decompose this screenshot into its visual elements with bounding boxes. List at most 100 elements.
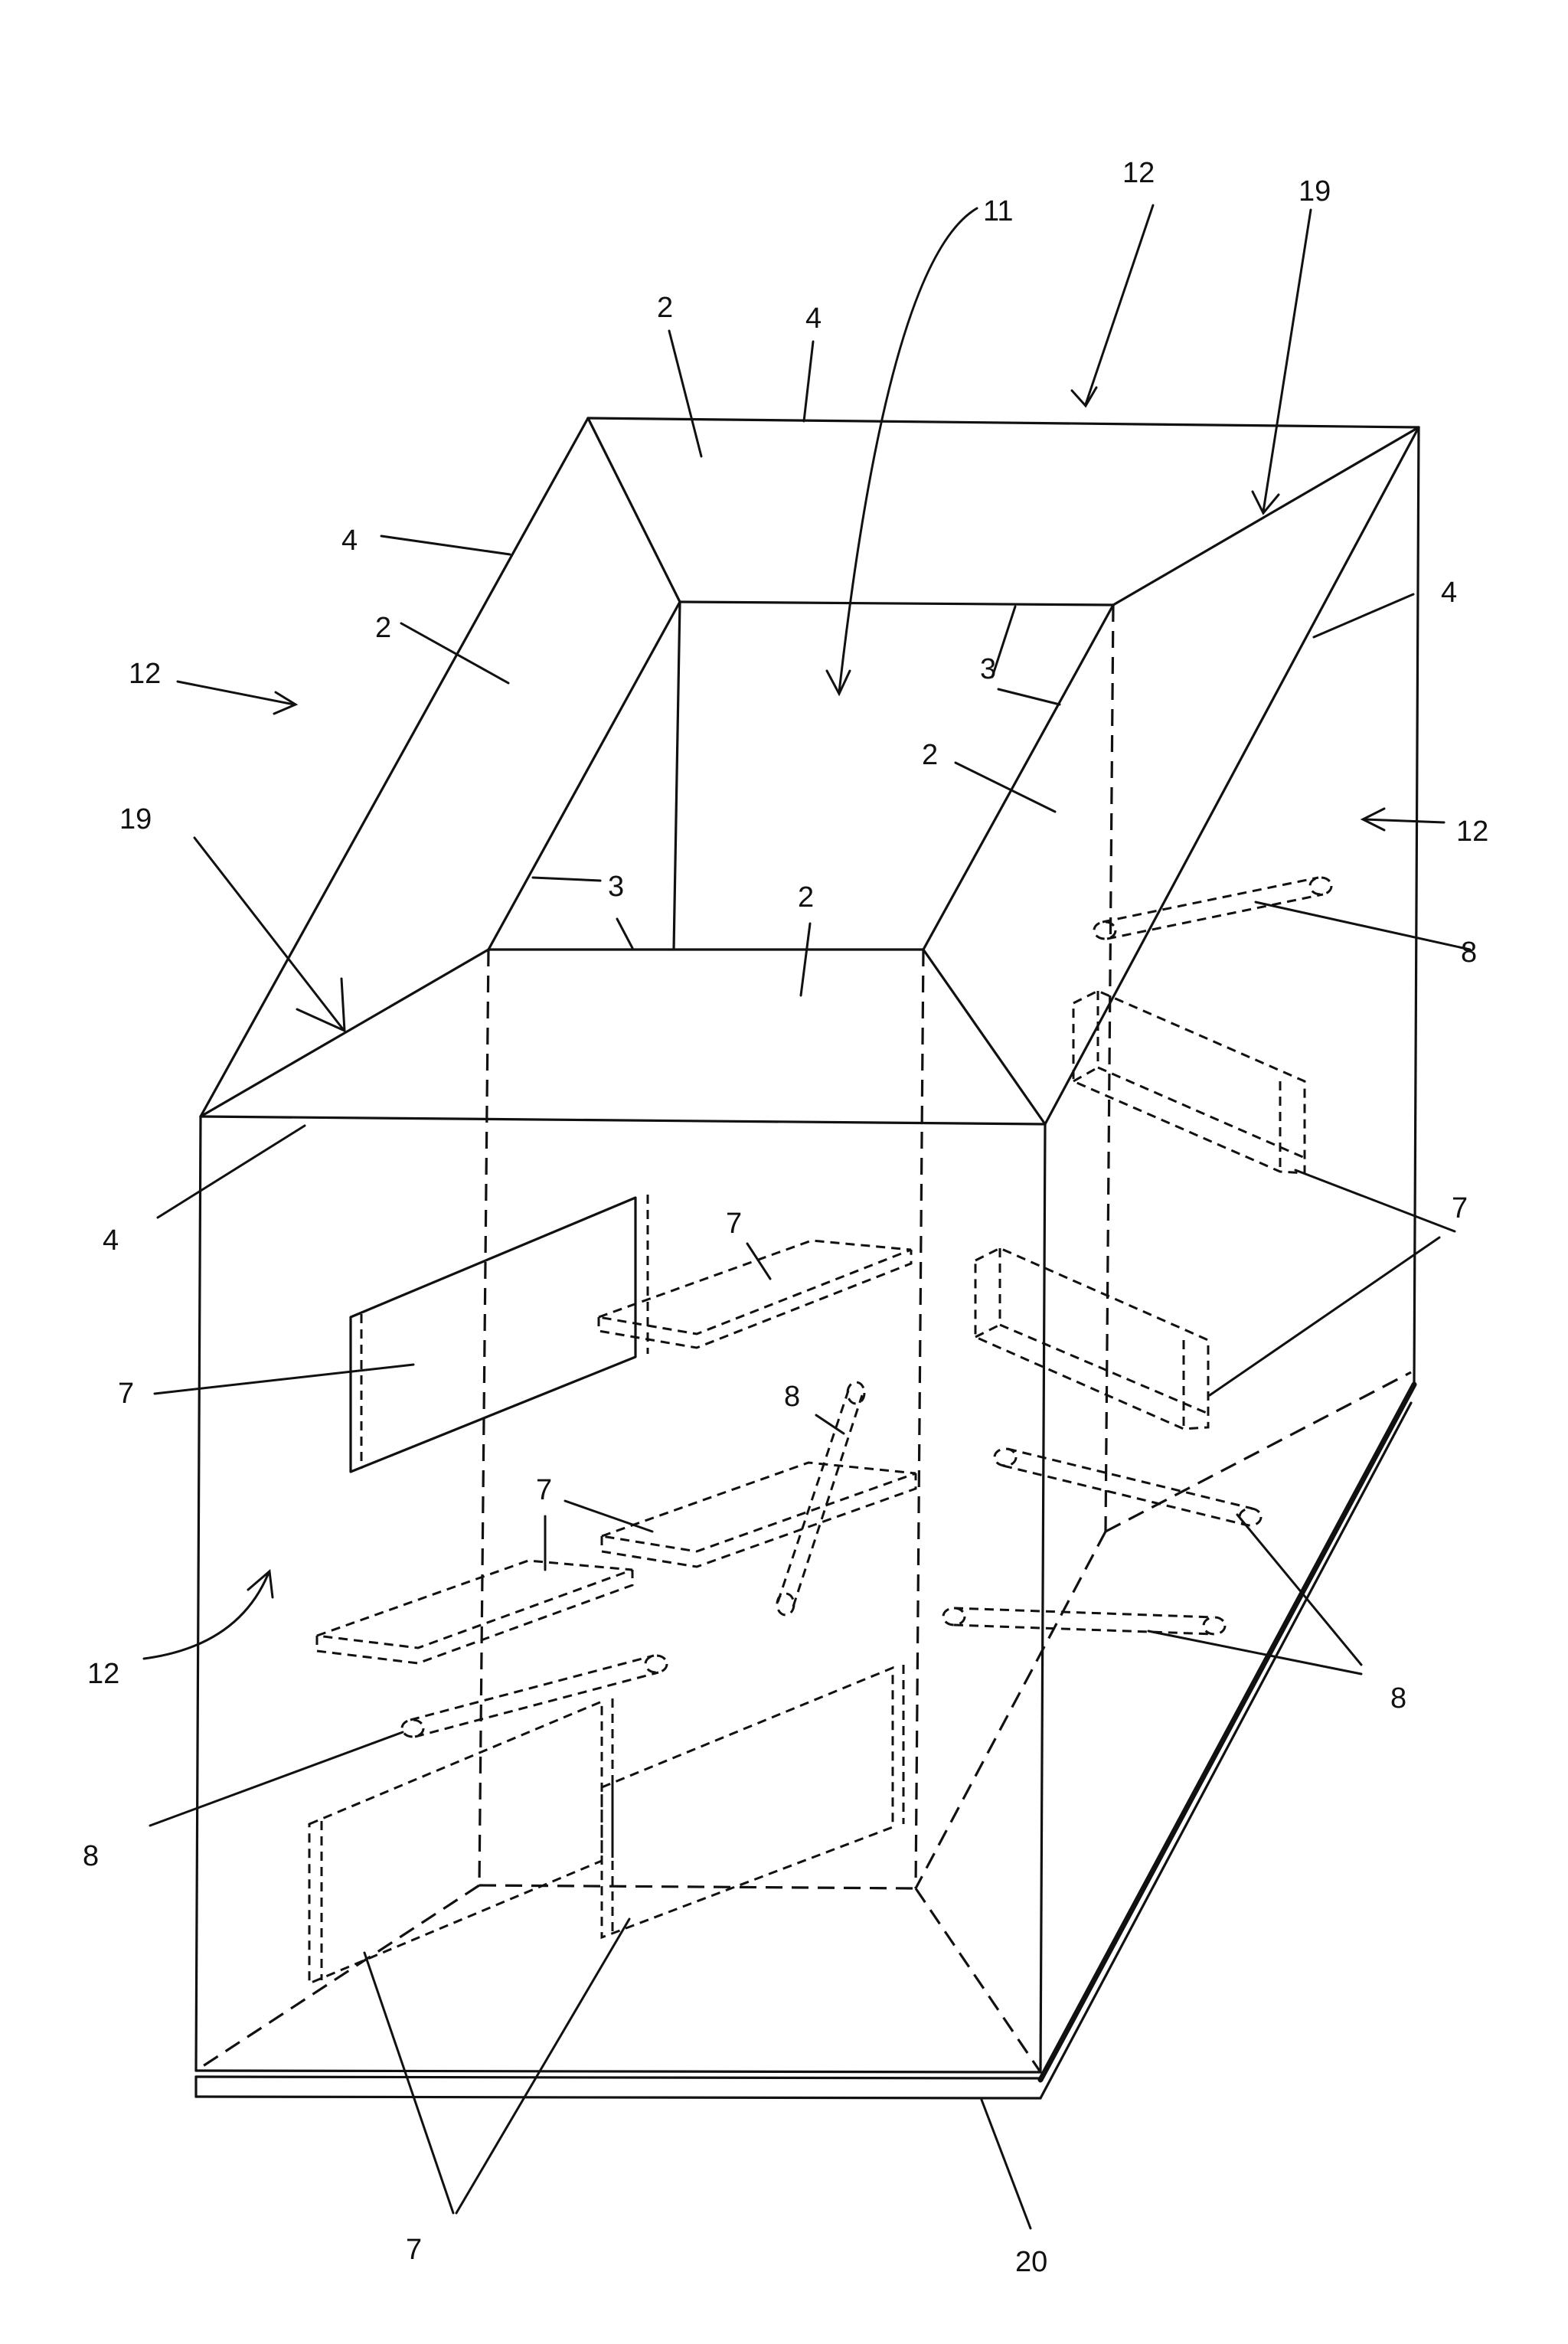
leader-lines	[144, 205, 1470, 2228]
arrow-12-front	[144, 1574, 268, 1659]
rod-edge	[1003, 1466, 1248, 1525]
arrow-12-top-head	[1072, 387, 1096, 406]
leader-7-left-panel	[155, 1365, 413, 1394]
hidden-back-right-vertical	[1106, 605, 1113, 1532]
rod	[943, 1608, 1225, 1634]
leader-3-left	[533, 878, 600, 881]
arrow-12-right	[1364, 819, 1444, 822]
leader-4-right	[1314, 594, 1413, 637]
hidden-inner-walls	[196, 605, 1411, 2072]
rod	[1094, 878, 1331, 939]
arrow-19-left	[194, 838, 343, 1029]
panel-seam-back-right	[1113, 427, 1419, 605]
label-4-top: 4	[805, 302, 822, 335]
baffle-panel	[602, 1668, 893, 1937]
leader-4-bottom	[158, 1126, 305, 1218]
arrow-12-top	[1086, 205, 1153, 404]
leader-7-shelf-upper	[747, 1244, 770, 1279]
base-front-bottom	[196, 2097, 1040, 2098]
leader-7-bottom-a	[364, 1953, 453, 2213]
label-12-right: 12	[1456, 816, 1488, 848]
label-3-left: 3	[608, 871, 624, 903]
leader-2-right	[956, 763, 1055, 812]
panel-seam-front-right	[923, 950, 1045, 1124]
leader-7-bottom-b	[456, 1919, 629, 2213]
rod-end	[1094, 922, 1116, 939]
leader-8-left	[150, 1732, 403, 1826]
leader-2-front	[801, 924, 810, 995]
label-8-left: 8	[83, 1840, 99, 1872]
hidden-bottom-front-right	[916, 1888, 1040, 2072]
label-8-top-right: 8	[1461, 937, 1477, 969]
inner-back-edge	[680, 602, 1113, 605]
arrow-11-head	[827, 671, 850, 694]
rod-edge	[778, 1391, 848, 1602]
inner-left-edge	[488, 602, 680, 950]
label-2-front: 2	[798, 881, 814, 914]
leader-4-left	[381, 536, 510, 554]
baffle-box	[975, 1248, 1208, 1429]
label-8-middle: 8	[784, 1381, 800, 1413]
reference-numerals: 2 4 11 12 19 4 2 4 12 3 2 12 19 3 2 8 4 …	[83, 157, 1488, 2278]
tie-rods	[402, 878, 1331, 1737]
baffle-edge	[975, 1325, 1000, 1337]
base-front-top	[196, 2077, 1040, 2078]
baffle-edge	[317, 1570, 632, 1663]
rod-edge	[954, 1625, 1214, 1634]
rod-end	[995, 1449, 1016, 1466]
baffle-edge	[1000, 1248, 1208, 1414]
bottom-front-edge	[196, 2071, 1040, 2072]
back-right-vertical	[1414, 427, 1419, 1384]
baffle-edge	[599, 1250, 911, 1348]
leader-8-right-a	[1237, 1515, 1361, 1665]
baffle-shelf	[317, 1561, 632, 1648]
front-left-vertical	[196, 1116, 201, 2071]
inner-right-edge	[923, 605, 1113, 950]
label-11: 11	[983, 195, 1013, 227]
front-right-vertical	[1040, 1124, 1045, 2072]
label-2-left: 2	[375, 612, 391, 644]
rod-edge	[1107, 894, 1323, 939]
rod	[995, 1449, 1261, 1525]
rod-edge	[410, 1656, 654, 1720]
leader-4-top	[804, 342, 813, 421]
leader-2-left	[401, 623, 508, 683]
leader-20	[982, 2100, 1031, 2228]
top-right-edge	[1045, 427, 1419, 1124]
leader-7-shelf-mid	[565, 1501, 652, 1532]
rod-edge	[1102, 878, 1318, 922]
inner-back-vertical	[674, 602, 680, 950]
rod-end	[1204, 1617, 1225, 1634]
baffles-front	[309, 1195, 916, 1983]
rod-end	[848, 1382, 864, 1404]
label-8-right: 8	[1390, 1682, 1406, 1715]
rod-edge	[954, 1608, 1214, 1617]
label-12-front: 12	[87, 1658, 119, 1690]
baffle-panel	[351, 1198, 635, 1472]
inner-opening	[201, 418, 1419, 1124]
rod-edge	[793, 1395, 862, 1607]
label-7-right: 7	[1452, 1192, 1468, 1224]
hidden-bottom-front-left	[196, 1885, 479, 2071]
label-7-shelf-upper: 7	[726, 1208, 742, 1240]
label-7-bottom: 7	[406, 2234, 422, 2266]
leader-7-right-box-b	[1210, 1237, 1439, 1395]
baffle-shelf	[602, 1463, 916, 1551]
arrow-12-front-head	[248, 1571, 273, 1597]
top-back-edge	[588, 418, 1419, 427]
label-2-right: 2	[922, 739, 938, 771]
leader-8-top-right	[1256, 902, 1470, 950]
base-right-edge-lower	[1040, 1403, 1411, 2098]
leader-2-top	[669, 331, 701, 456]
label-19-top: 19	[1298, 175, 1331, 208]
arrow-19-top	[1263, 210, 1311, 512]
rod-end	[402, 1720, 423, 1737]
rod-end	[777, 1594, 794, 1615]
leader-3-back-b	[998, 689, 1060, 705]
leader-8-middle	[816, 1415, 844, 1434]
label-20: 20	[1015, 2246, 1047, 2278]
leader-3-front	[617, 919, 632, 948]
label-7-shelf-mid: 7	[536, 1474, 552, 1506]
rod-end	[645, 1656, 667, 1672]
